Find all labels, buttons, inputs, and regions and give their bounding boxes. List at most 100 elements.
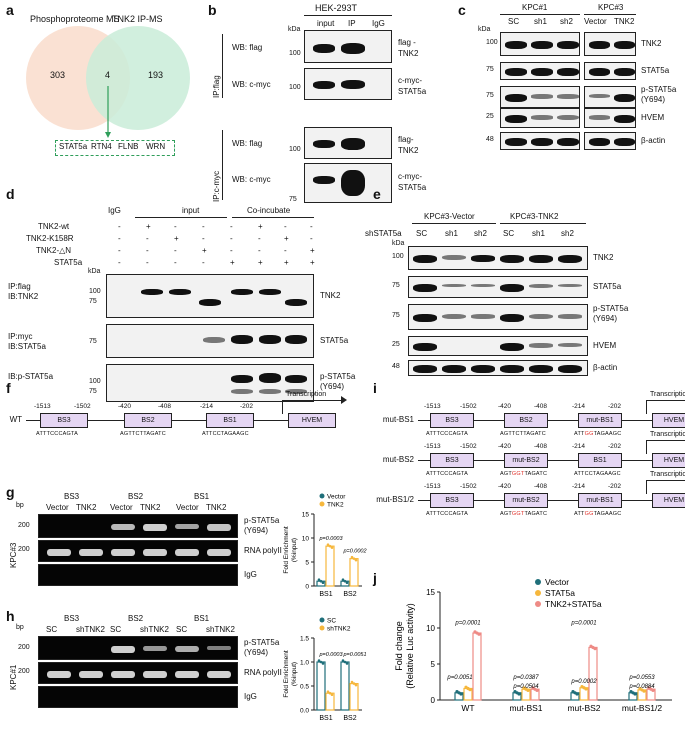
d-sign-0-2: - [174, 222, 177, 231]
blot-band [505, 94, 527, 102]
f-box-3: HVEM [288, 413, 336, 428]
blot-band [614, 138, 635, 146]
i-1-seq-2: ATTCCTAGAAGC [574, 471, 621, 477]
y-label-line-1: Fold Enrichment [283, 526, 290, 574]
h-marker-0: 200 [18, 644, 30, 651]
c-label-3: HVEM [641, 113, 665, 122]
b-col-ip: IP [348, 19, 356, 28]
d-cond-0: TNK2-wt [38, 222, 70, 231]
blot-band [471, 284, 495, 288]
blot-band [259, 335, 281, 344]
e-blot-0 [408, 246, 588, 270]
i-1-arrow-h [646, 440, 685, 441]
b-col-igg: IgG [372, 19, 385, 28]
b-blot-4 [304, 163, 392, 203]
e-lane-3: SC [503, 229, 515, 238]
c-blot-left-1 [500, 62, 580, 80]
e-label-4: β-actin [593, 363, 618, 372]
blot-band [413, 255, 437, 263]
blot-band [505, 138, 527, 146]
c-label-4: β-actin [641, 136, 666, 145]
d-input: input [182, 206, 200, 215]
data-point [321, 581, 325, 584]
gel-band [79, 671, 103, 678]
y-label-line-2: (Relative Luc activity) [405, 603, 415, 689]
c-label-2: p-STAT5a(Y694) [641, 85, 677, 104]
gel-band [175, 524, 199, 530]
p-value-5: p=0.0002 [570, 679, 597, 685]
gel-band [143, 646, 167, 651]
e-label-3: HVEM [593, 341, 617, 350]
b-ip-myc: IP:c-myc [212, 170, 221, 202]
d-sign-3-5: + [258, 258, 263, 267]
d-sign-3-0: - [118, 258, 121, 267]
i-2-pos-2: -420 [498, 483, 512, 490]
g-lane-0: Vector [46, 503, 69, 512]
blot-band [500, 343, 524, 351]
overlap-list-box [55, 140, 175, 156]
e-marker-4: 48 [392, 363, 400, 370]
data-point [330, 693, 334, 696]
d-sign-1-3: - [202, 234, 205, 243]
e-group1: KPC#3-Vector [424, 212, 475, 221]
i-0-pos-4: -214 [572, 403, 586, 410]
h-rowlabel-0: p-STAT5a(Y694) [244, 638, 280, 657]
blot-band [199, 299, 221, 306]
blot-band [529, 314, 553, 320]
gel-band [111, 524, 135, 531]
i-2-arrow-h [646, 480, 685, 481]
e-marker-1: 75 [392, 282, 400, 289]
gel-band [207, 549, 231, 556]
blot-band [529, 365, 553, 373]
h-rowlabel-2: IgG [244, 692, 257, 701]
gel-band [79, 549, 103, 556]
d-sign-2-2: - [174, 246, 177, 255]
blot-band [285, 335, 307, 344]
e-lane-2: sh2 [474, 229, 487, 238]
data-point [633, 692, 637, 696]
p-value: p=0.0003 [318, 536, 343, 542]
c-group2-line [584, 14, 636, 15]
d-coinc: Co-incubate [247, 206, 291, 215]
legend-marker [319, 625, 325, 631]
b-blot-3 [304, 127, 392, 159]
h-lane-1: shTNK2 [76, 625, 105, 634]
data-point [321, 662, 325, 665]
i-1-pos-5: -202 [608, 443, 622, 450]
i-1-pos-2: -420 [498, 443, 512, 450]
y-axis-label: Fold Enrichment(%input) [283, 650, 298, 698]
e-lane-0: SC [416, 229, 428, 238]
bar-TNK2-BS1 [325, 545, 335, 587]
legend-label: Vector [327, 494, 346, 501]
x-tick-label: BS2 [343, 591, 356, 598]
blot-band [531, 138, 553, 146]
y-tick-label: 0 [431, 696, 436, 705]
overlap-item-1: STAT5a [59, 142, 88, 151]
data-point [526, 688, 530, 692]
panel-label-e: e [373, 186, 381, 202]
x-tick-label: BS1 [319, 715, 332, 722]
b-label-4: c-myc-STAT5a [398, 172, 427, 192]
b-header-line [304, 15, 392, 16]
blot-band [557, 94, 579, 99]
b-label-2: c-myc-STAT5a [398, 76, 427, 96]
i-0-pos-5: -202 [608, 403, 622, 410]
d-coinc-line [232, 217, 314, 218]
y-label-line-2: (%input) [291, 662, 298, 686]
g-rowlabel-2: IgG [244, 570, 257, 579]
i-2-pos-5: -202 [608, 483, 622, 490]
y-tick-label: 10 [426, 624, 435, 633]
blot-band [500, 365, 524, 373]
blot-band [531, 115, 553, 120]
i-2-box-2: mut-BS1 [578, 493, 622, 508]
legend-label: Vector [545, 577, 569, 587]
legend-marker [535, 590, 541, 596]
venn-left-label: Phosphoproteome MS [30, 14, 120, 24]
overlap-item-3: FLNB [118, 142, 139, 151]
d-sign-2-0: - [118, 246, 121, 255]
i-0-box-2: mut-BS1 [578, 413, 622, 428]
blot-band [589, 94, 610, 98]
